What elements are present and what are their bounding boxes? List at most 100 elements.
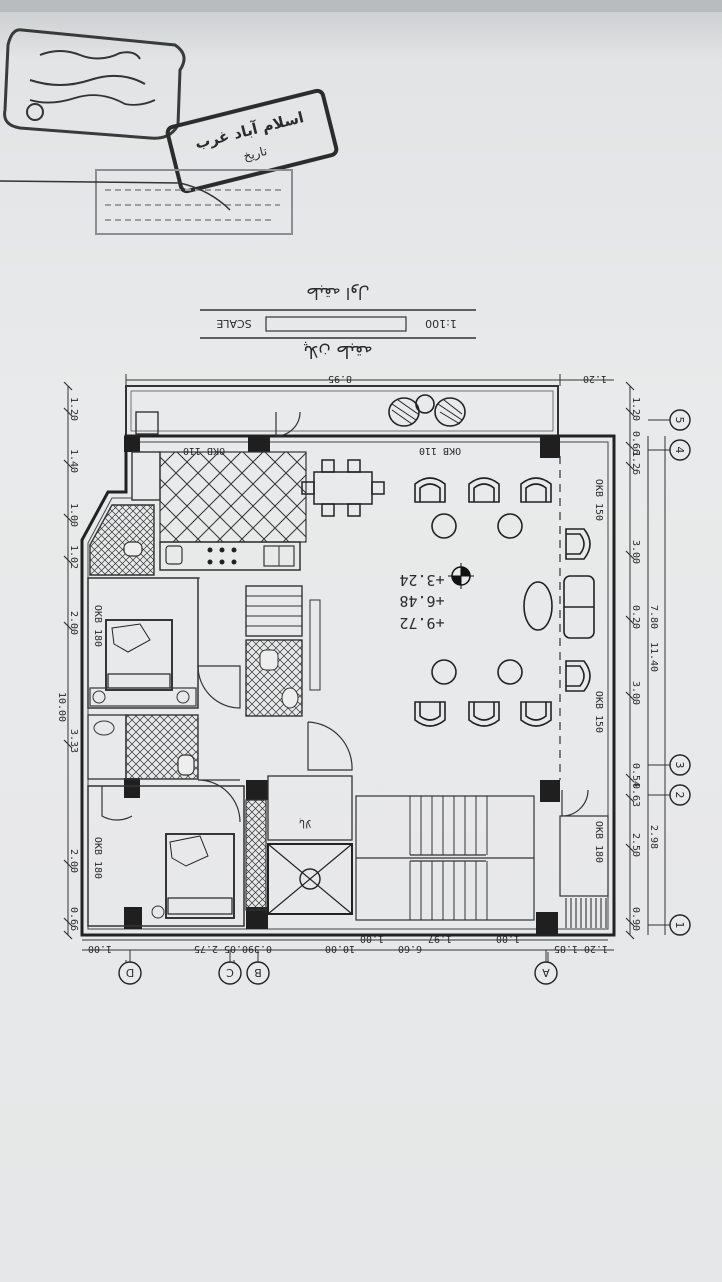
window-label-right-lower: OKB 150: [593, 691, 604, 733]
dim-tick: [63, 555, 73, 565]
nightstand-icon: [151, 905, 165, 919]
coffee-table-icon: [523, 581, 553, 631]
grid-label: D: [126, 966, 134, 979]
dim-bottom-row2: 0.39: [248, 943, 272, 954]
side-table-icon: [497, 659, 523, 685]
dim-right-chain: 2.50: [630, 833, 641, 857]
sink-icon: [165, 545, 183, 565]
armchair-icon: [520, 701, 552, 727]
stairs-label: بالا: [299, 817, 312, 830]
dim-tick: [625, 793, 635, 803]
grid-label: 1: [673, 922, 686, 929]
door-swing: [101, 786, 133, 821]
dim-right-chain: 0.20: [630, 605, 641, 629]
dim-left-outer: 10.00: [56, 692, 67, 722]
dim-bottom-row2: 0.05: [224, 943, 248, 954]
window-label-top: OKB 110: [419, 445, 461, 456]
dim-right-chain: 3.00: [630, 540, 641, 564]
dimension-ticks: [63, 381, 635, 940]
elevator-x: [267, 843, 353, 915]
dim-bottom-row2: 1.20: [584, 943, 608, 954]
balcony-grill: [565, 898, 607, 928]
column: [124, 778, 140, 798]
window-label-left-lower: OKB 180: [92, 837, 103, 879]
level-bottom: +3.24: [399, 571, 444, 589]
door-swing: [197, 665, 241, 709]
dim-left-chain: 2.00: [68, 611, 79, 635]
dim-right-chain: 0.54: [630, 763, 641, 787]
pantry-shelves: [245, 585, 303, 637]
column: [536, 912, 558, 934]
stamp-scribble-3: [29, 94, 156, 106]
table-icon: [415, 394, 435, 414]
level-mid: +6.48: [399, 592, 444, 610]
armchair-icon: [414, 477, 446, 503]
armchair-icon: [468, 701, 500, 727]
grid-bubble: [534, 961, 558, 985]
column: [246, 780, 268, 800]
armchair-icon: [414, 701, 446, 727]
grid-label: 5: [673, 417, 686, 424]
dim-tick: [625, 843, 635, 853]
dim-top-overall: 8.95: [328, 373, 352, 384]
dim-tick: [625, 461, 635, 471]
signature-line: [0, 180, 231, 211]
dim-left-chain: 1.02: [68, 545, 79, 569]
dim-left-chain: 1.40: [68, 449, 79, 473]
window-label-right-bottom: OKB 180: [593, 821, 604, 863]
stamp-group: اسلام آباد غرب تاریخ: [0, 28, 339, 235]
dim-tick: [63, 513, 73, 523]
chair-icon: [434, 397, 466, 427]
door-swing: [561, 789, 589, 817]
dim-tick: [625, 930, 635, 940]
dim-tick: [63, 739, 73, 749]
window-label-top-left: OKB 110: [183, 445, 225, 456]
storage-room: [131, 451, 161, 501]
dim-right-chain: 0.63: [630, 783, 641, 807]
dim-bottom-row2: 2.75: [194, 943, 218, 954]
dim-left-chain: 0.66: [68, 907, 79, 931]
door-swing: [275, 411, 301, 437]
pillows-2: [167, 897, 233, 915]
side-table-icon: [497, 513, 523, 539]
dim-right-chain: 1.20: [630, 397, 641, 421]
dim-tick: [63, 859, 73, 869]
dim-tick: [63, 917, 73, 927]
dim-tick: [625, 615, 635, 625]
column: [540, 436, 560, 458]
dim-right-chain: 3.00: [630, 681, 641, 705]
stamp-scribble-1: [39, 50, 141, 60]
bedroom-2: [87, 785, 245, 927]
level-top: +9.72: [399, 614, 444, 632]
wardrobe: [89, 687, 197, 707]
column: [124, 907, 142, 929]
rectangular-stamp: [165, 88, 339, 194]
dimension-lines: [67, 374, 649, 975]
armchair-icon: [468, 477, 500, 503]
door-swing: [197, 779, 241, 823]
main-door-swing: [307, 721, 353, 771]
dim-tick: [625, 691, 635, 701]
drawing-title: پلان طبقه: [303, 341, 372, 361]
column: [540, 780, 560, 802]
balcony-chairs: [388, 394, 466, 427]
dim-tick: [63, 381, 73, 391]
wc-basin-icon: [281, 687, 299, 709]
nightstand-icon: [92, 690, 106, 704]
drawing-subtitle: طبقه اول: [306, 283, 369, 303]
stamp-text-2: تاریخ: [242, 144, 269, 164]
shelf-lines: [246, 595, 302, 627]
scale-value: 1:100: [425, 317, 457, 330]
bed-icon-2: [165, 833, 235, 919]
dim-bottom-row1: 1.00: [496, 933, 520, 944]
basin-icon: [93, 720, 115, 736]
dim-tick: [625, 773, 635, 783]
dim-tick: [625, 381, 635, 391]
dim-tick: [63, 621, 73, 631]
scale-bar: [265, 316, 407, 332]
